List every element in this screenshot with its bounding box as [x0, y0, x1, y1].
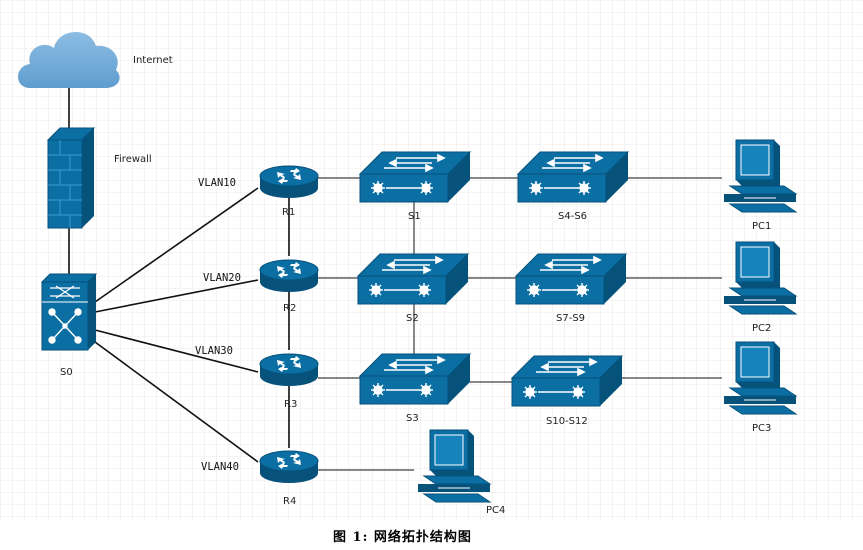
r2-label: R2 — [283, 303, 296, 314]
s10s12-label: S10-S12 — [546, 416, 588, 427]
switch-icon — [359, 353, 471, 405]
pc3-label: PC3 — [752, 423, 771, 434]
connections — [68, 88, 290, 463]
vlan20-label: VLAN20 — [203, 272, 241, 284]
firewall-icon — [46, 127, 96, 229]
router-icon — [259, 450, 319, 484]
s7s9-label: S7-S9 — [556, 313, 585, 324]
s0-label: S0 — [60, 367, 73, 378]
access-links — [318, 177, 722, 471]
pc1-label: PC1 — [752, 221, 771, 232]
router-icon — [259, 165, 319, 199]
internet-label: Internet — [133, 55, 173, 66]
figure-caption: 图 1: 网络拓扑结构图 — [333, 529, 472, 545]
s2-label: S2 — [406, 313, 419, 324]
router-icon — [259, 259, 319, 293]
switch-icon — [357, 253, 469, 305]
r4-label: R4 — [283, 496, 296, 507]
switch-icon — [515, 253, 627, 305]
vlan10-label: VLAN10 — [198, 177, 236, 189]
router-icon — [259, 353, 319, 387]
s1-label: S1 — [408, 211, 421, 222]
pc2-label: PC2 — [752, 323, 771, 334]
switch-icon — [517, 151, 629, 203]
s3-label: S3 — [406, 413, 419, 424]
pc4-label: PC4 — [486, 505, 505, 516]
vlan30-label: VLAN30 — [195, 345, 233, 357]
switch-icon — [511, 355, 623, 407]
core-switch-icon — [40, 273, 98, 351]
caption-area — [0, 520, 863, 550]
firewall-label: Firewall — [114, 154, 152, 165]
s4s6-label: S4-S6 — [558, 211, 587, 222]
vlan40-label: VLAN40 — [201, 461, 239, 473]
r1-label: R1 — [282, 207, 295, 218]
switch-icon — [359, 151, 471, 203]
r3-label: R3 — [284, 399, 297, 410]
cloud-icon — [18, 31, 120, 88]
